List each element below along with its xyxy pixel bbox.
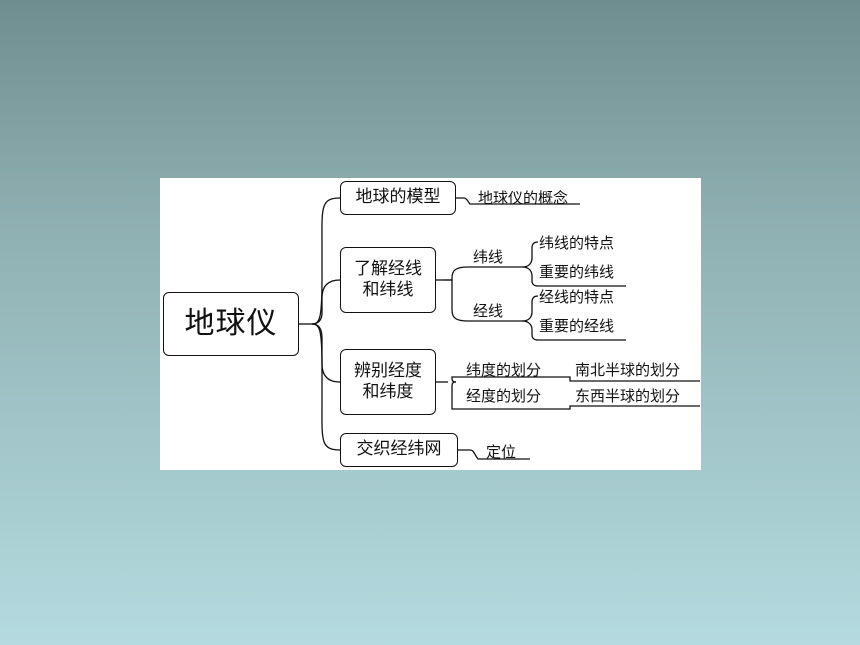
- group-parallels: 纬线: [473, 248, 504, 266]
- branch-earth-model: 地球的模型: [340, 181, 456, 215]
- leaf-positioning: 定位: [486, 443, 517, 461]
- branch-meridians-parallels: 了解经线 和纬线: [340, 247, 436, 313]
- leaf-important-meridians: 重要的经线: [539, 317, 615, 335]
- leaf-east-west-hemispheres: 东西半球的划分: [575, 387, 681, 405]
- row-latitude-division: 纬度的划分: [466, 361, 542, 379]
- mind-map-panel: 地球仪 地球的模型 地球仪的概念 了解经线 和纬线 纬线 纬线的特点 重要的纬线…: [160, 178, 701, 470]
- leaf-important-parallels: 重要的纬线: [539, 263, 615, 281]
- branch-label-line: 辨别经度: [354, 360, 422, 381]
- branch-label-line: 了解经线: [354, 258, 422, 279]
- row-longitude-division: 经度的划分: [466, 387, 542, 405]
- root-node: 地球仪: [163, 292, 299, 356]
- leaf-globe-concept: 地球仪的概念: [478, 189, 569, 207]
- group-meridians: 经线: [473, 302, 504, 320]
- connector-lines: [299, 197, 700, 460]
- branch-label-line: 和纬度: [362, 382, 414, 402]
- leaf-meridian-features: 经线的特点: [539, 288, 615, 306]
- branch-latitude-longitude: 辨别经度 和纬度: [340, 349, 436, 415]
- branch-label-line: 和纬线: [362, 280, 414, 300]
- leaf-parallel-features: 纬线的特点: [539, 234, 615, 252]
- leaf-north-south-hemispheres: 南北半球的划分: [575, 361, 681, 379]
- branch-graticule: 交织经纬网: [340, 433, 458, 467]
